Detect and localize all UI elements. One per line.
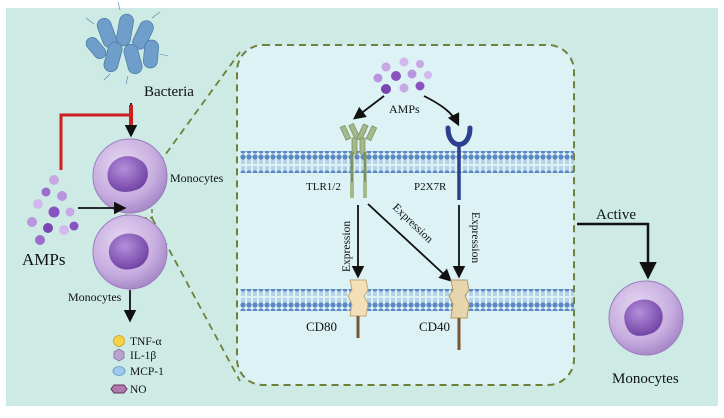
active-arrow [577, 222, 657, 280]
cd80-label: CD80 [306, 319, 337, 334]
tlr-receptor [339, 122, 378, 198]
lower-membrane [240, 289, 574, 311]
bacteria-icon [85, 1, 169, 85]
expression-label-1: Expression [341, 221, 353, 272]
monocytes-top-label: Monocytes [170, 171, 224, 185]
p2x7r-receptor [445, 125, 473, 200]
cd40-label: CD40 [419, 319, 450, 334]
active-label: Active [596, 207, 636, 223]
monocytes-bottom-label: Monocytes [68, 290, 122, 304]
amps-particles-inset [373, 57, 432, 94]
expression-label-3: Expression [469, 212, 481, 263]
bacteria-label: Bacteria [144, 84, 194, 100]
cd80-marker [347, 279, 369, 338]
p2x7r-label: P2X7R [414, 181, 447, 193]
amps-left-label: AMPs [22, 250, 65, 269]
upper-membrane [240, 151, 574, 173]
monocyte-active [608, 280, 684, 356]
amps-to-p2x7r-arrow [423, 95, 460, 127]
tlr-to-cd40-arrow [367, 203, 452, 282]
amps-particles-left [27, 175, 79, 245]
amps-inset-label: AMPs [389, 102, 420, 116]
monocyte-top [92, 138, 168, 214]
zoom-line-top [151, 51, 241, 174]
monocytes-right-label: Monocytes [612, 371, 679, 387]
mcp-1-icon [112, 366, 126, 376]
no-icon [110, 384, 128, 394]
inhibition-line [59, 113, 131, 170]
cytokine-label-no: NO [130, 384, 147, 396]
tnf-alpha-icon [113, 335, 125, 347]
cytokine-label-il1b: IL-1β [130, 350, 156, 362]
cytokine-label-tnf: TNF-α [130, 336, 162, 348]
amps-to-tlr-arrow [352, 95, 385, 120]
cd40-marker [448, 279, 470, 350]
il-1beta-icon [113, 348, 125, 362]
monocyte-bottom [92, 214, 168, 290]
cytokine-label-mcp1: MCP-1 [130, 366, 164, 378]
cytokine-legend: TNF-α IL-1β MCP-1 NO [110, 335, 164, 396]
tlr-label: TLR1/2 [306, 181, 341, 193]
